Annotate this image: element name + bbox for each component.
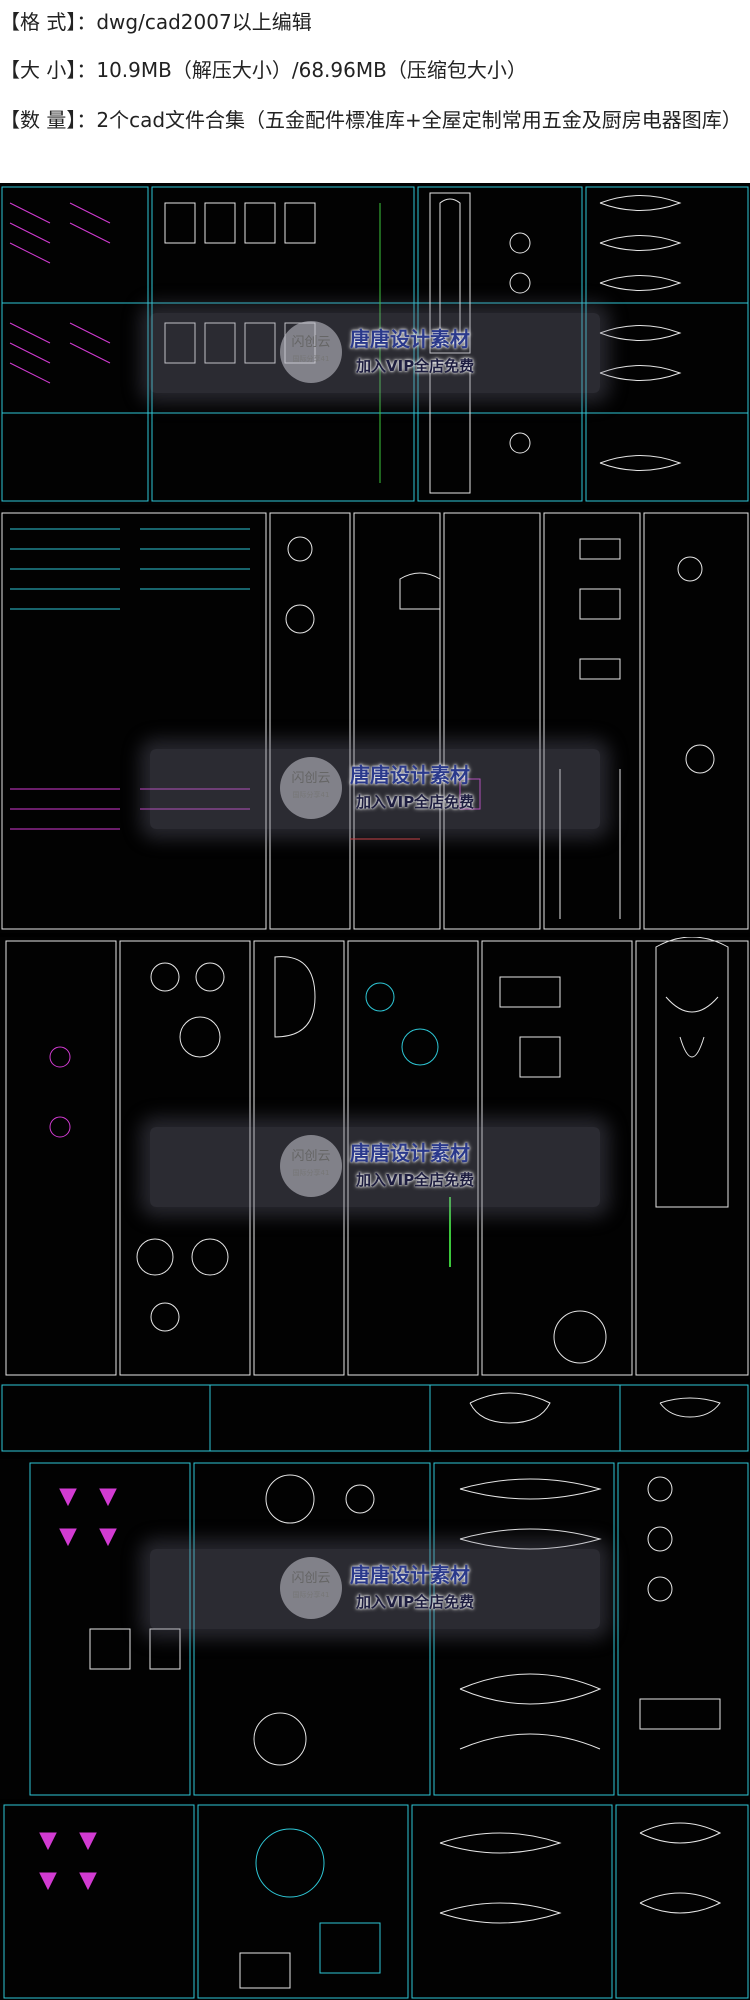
watermark-title: 唐唐设计素材 bbox=[350, 1563, 470, 1587]
spec-info-block: 【格 式】：dwg/cad2007以上编辑 【大 小】：10.9MB（解压大小）… bbox=[0, 0, 750, 180]
watermark-subtitle: 加入VIP全店免费 bbox=[356, 1171, 475, 1189]
cad-preview-panel-1: 闪创云国际分享41 唐唐设计素材 加入VIP全店免费 bbox=[0, 183, 750, 505]
cad-preview-panel-5: 闪创云国际分享41 唐唐设计素材 加入VIP全店免费 bbox=[0, 1459, 750, 1799]
cad-drawing-6 bbox=[3, 1804, 749, 1999]
cad-drawing-5 bbox=[29, 1462, 749, 1796]
cad-preview-panel-2: 闪创云国际分享41 唐唐设计素材 加入VIP全店免费 bbox=[0, 509, 750, 933]
watermark-logo: 闪创云国际分享41 bbox=[280, 1557, 342, 1619]
cad-preview-gallery: 闪创云国际分享41 唐唐设计素材 加入VIP全店免费 bbox=[0, 183, 750, 2000]
watermark-subtitle: 加入VIP全店免费 bbox=[356, 793, 475, 811]
cad-preview-panel-6 bbox=[0, 1803, 750, 2000]
watermark-title: 唐唐设计素材 bbox=[350, 763, 470, 787]
watermark-3: 闪创云国际分享41 唐唐设计素材 加入VIP全店免费 bbox=[150, 1127, 600, 1207]
cad-drawing-3 bbox=[5, 937, 749, 1376]
watermark-subtitle: 加入VIP全店免费 bbox=[356, 357, 475, 375]
watermark-logo: 闪创云国际分享41 bbox=[280, 321, 342, 383]
watermark-logo: 闪创云国际分享41 bbox=[280, 757, 342, 819]
watermark-4: 闪创云国际分享41 唐唐设计素材 加入VIP全店免费 bbox=[150, 1549, 600, 1629]
watermark-2: 闪创云国际分享41 唐唐设计素材 加入VIP全店免费 bbox=[150, 749, 600, 829]
watermark-title: 唐唐设计素材 bbox=[350, 1141, 470, 1165]
cad-preview-panel-3: 闪创云国际分享41 唐唐设计素材 加入VIP全店免费 bbox=[0, 937, 750, 1379]
count-line: 【数 量】：2个cad文件合集（五金配件標准库+全屋定制常用五金及厨房电器图库） bbox=[0, 108, 742, 132]
size-line: 【大 小】：10.9MB（解压大小）/68.96MB（压缩包大小） bbox=[0, 58, 527, 82]
watermark-title: 唐唐设计素材 bbox=[350, 327, 470, 351]
watermark-logo: 闪创云国际分享41 bbox=[280, 1135, 342, 1197]
cad-drawing-2 bbox=[1, 512, 749, 930]
cad-drawing-1 bbox=[1, 186, 749, 502]
cad-preview-panel-4 bbox=[0, 1383, 750, 1453]
cad-drawing-4 bbox=[1, 1384, 749, 1452]
watermark-1: 闪创云国际分享41 唐唐设计素材 加入VIP全店免费 bbox=[150, 313, 600, 393]
format-line: 【格 式】：dwg/cad2007以上编辑 bbox=[0, 10, 312, 34]
watermark-subtitle: 加入VIP全店免费 bbox=[356, 1593, 475, 1611]
